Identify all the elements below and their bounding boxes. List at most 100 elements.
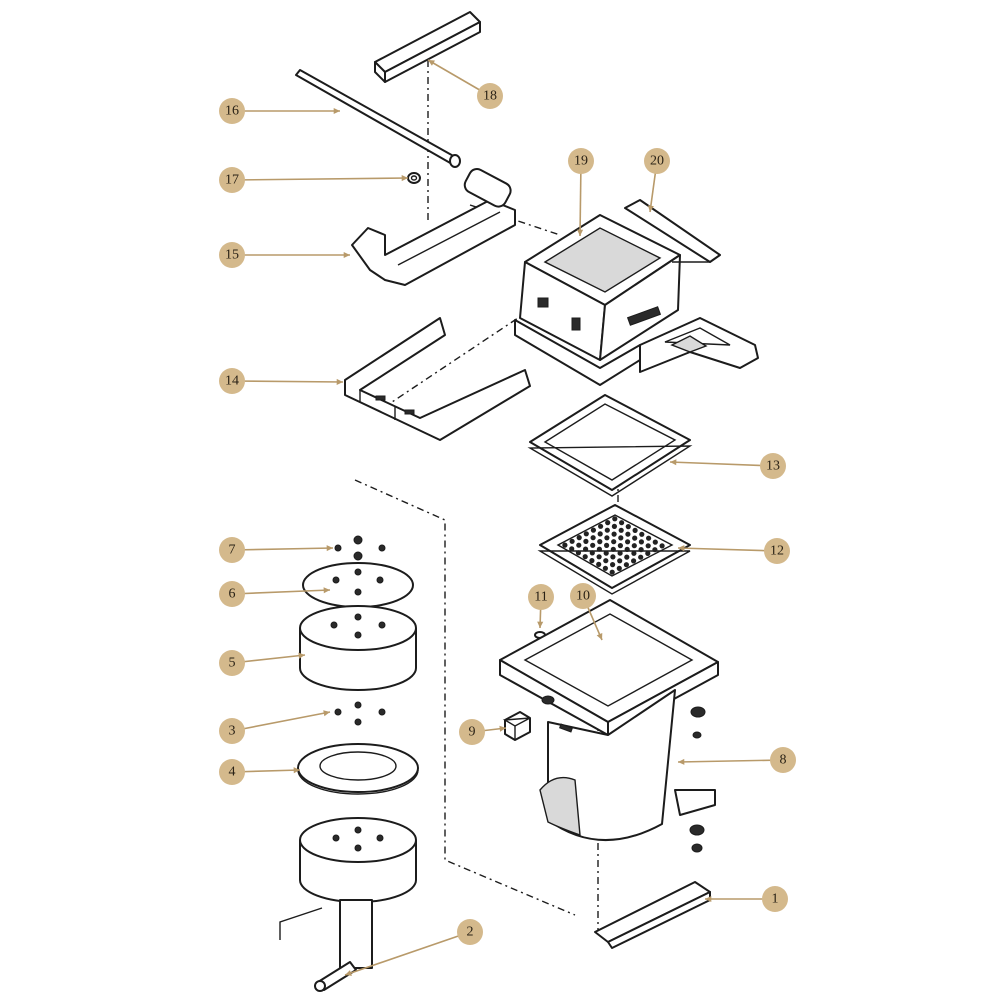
filter-hole — [597, 531, 603, 537]
filter-hole — [639, 531, 645, 537]
filter-hole — [610, 546, 616, 552]
leader-arrow-9 — [499, 725, 506, 732]
callout-label: 2 — [467, 925, 474, 940]
filter-hole — [609, 569, 615, 575]
part-19-upper-housing — [514, 214, 759, 386]
filter-hole — [638, 547, 644, 553]
callout-badge-12: 12 — [764, 538, 790, 564]
part-4-ring-gasket — [297, 743, 419, 795]
filter-hole — [631, 543, 637, 549]
callout-label: 8 — [780, 753, 787, 768]
callout-badge-10: 10 — [570, 583, 596, 609]
filter-hole — [619, 520, 625, 526]
filter-hole — [605, 520, 611, 526]
filter-hole — [583, 546, 589, 552]
filter-hole — [632, 535, 638, 541]
filter-hole — [638, 554, 644, 560]
leader-line-2 — [344, 931, 471, 976]
callout-label: 12 — [770, 544, 784, 559]
filter-hole — [618, 535, 624, 541]
leader-arrow-5 — [298, 652, 305, 659]
callout-badge-11: 11 — [528, 584, 554, 610]
part-1-drip-tray — [594, 881, 711, 949]
filter-hole — [610, 554, 616, 560]
part-6-disc — [302, 562, 414, 608]
part-17-ring — [407, 172, 421, 184]
leader-arrow-16 — [333, 107, 340, 115]
callout-label: 10 — [576, 589, 590, 604]
leader-arrow-4 — [293, 767, 300, 774]
callout-label: 7 — [229, 543, 236, 558]
part-20-cover-plate — [624, 199, 721, 263]
filter-hole — [638, 539, 645, 545]
leader-arrow-14 — [336, 378, 343, 385]
leader-line-14 — [231, 380, 344, 383]
filter-hole — [631, 558, 637, 564]
filter-hole — [582, 554, 588, 560]
filter-hole — [596, 561, 602, 568]
part-8-lower-housing — [499, 599, 719, 853]
filter-hole — [576, 535, 582, 541]
callout-label: 9 — [469, 725, 476, 740]
filter-hole — [612, 516, 618, 522]
filter-hole — [652, 539, 658, 545]
filter-hole — [623, 562, 630, 568]
part-3-nuts — [334, 701, 386, 726]
filter-hole — [646, 535, 652, 541]
leader-arrow-13 — [670, 459, 677, 466]
filter-hole — [645, 543, 651, 549]
leader-arrow-19 — [577, 229, 584, 236]
callout-badge-17: 17 — [219, 167, 245, 193]
leader-line-8 — [677, 759, 784, 763]
filter-hole — [610, 562, 616, 568]
filter-hole — [590, 527, 597, 533]
filter-hole — [596, 546, 603, 552]
leader-arrow-8 — [678, 758, 685, 765]
filter-hole — [625, 531, 631, 537]
part-12-filter-plate — [537, 504, 691, 595]
filter-hole — [602, 565, 609, 571]
filter-hole — [597, 539, 603, 545]
callout-badge-6: 6 — [219, 581, 245, 607]
filter-hole — [652, 547, 658, 553]
filter-hole — [604, 527, 610, 533]
callout-label: 19 — [574, 154, 588, 169]
callout-badge-1: 1 — [762, 886, 788, 912]
filter-hole — [562, 542, 568, 548]
leader-line-13 — [669, 461, 774, 467]
filter-hole — [624, 554, 630, 560]
filter-hole — [659, 543, 665, 549]
callout-label: 20 — [650, 154, 664, 169]
part-13-sealing-frame — [527, 394, 693, 497]
callout-badge-15: 15 — [219, 242, 245, 268]
filter-hole — [611, 523, 618, 530]
filter-hole — [589, 558, 595, 564]
callout-badge-16: 16 — [219, 98, 245, 124]
leader-arrow-12 — [678, 545, 685, 552]
filter-hole — [569, 546, 575, 552]
callout-badge-4: 4 — [219, 759, 245, 785]
part-7-screws — [334, 535, 386, 561]
leader-arrow-6 — [323, 587, 330, 594]
filter-hole — [624, 546, 630, 553]
filter-hole — [625, 524, 631, 530]
callout-label: 17 — [225, 173, 239, 188]
part-2-piston-assembly — [279, 817, 417, 992]
filter-hole — [576, 542, 582, 548]
filter-hole — [569, 538, 575, 544]
filter-hole — [598, 523, 604, 529]
callout-badge-19: 19 — [568, 148, 594, 174]
part-5-upper-cylinder — [299, 605, 417, 691]
leader-arrow-10 — [596, 633, 603, 640]
callout-badge-8: 8 — [770, 747, 796, 773]
filter-hole — [617, 543, 624, 549]
leader-arrow-11 — [537, 621, 544, 628]
filter-hole — [603, 550, 609, 556]
leader-arrow-15 — [343, 251, 350, 259]
part-18-top-strip — [374, 11, 481, 83]
leader-arrow-17 — [401, 175, 408, 182]
leader-line-7 — [231, 547, 334, 551]
filter-hole — [645, 550, 651, 557]
callout-badge-5: 5 — [219, 650, 245, 676]
